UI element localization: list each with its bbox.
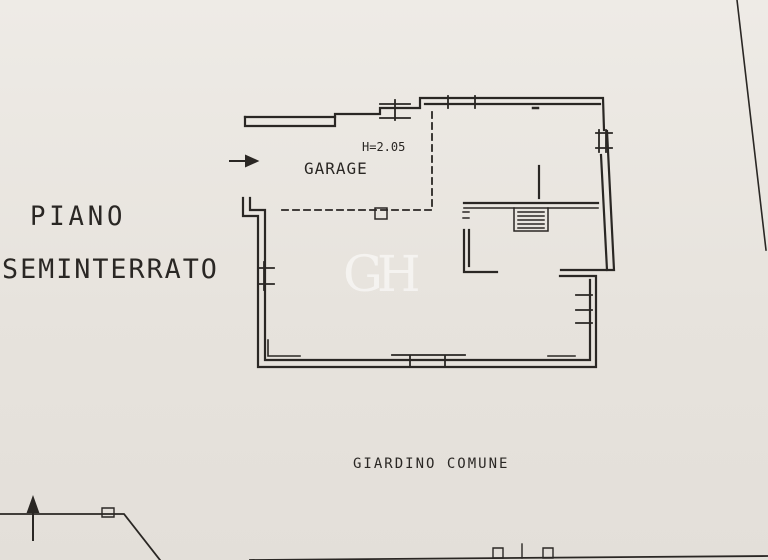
window-markers: [257, 95, 613, 368]
watermark-logo: GH: [343, 245, 421, 303]
garden-label: GIARDINO COMUNE: [353, 456, 510, 472]
garage-height-label: H=2.05: [362, 140, 406, 154]
sheet-border-line: [736, 0, 767, 251]
garage-room-label: GARAGE: [304, 159, 368, 178]
staircase: [513, 207, 549, 232]
site-boundary: [0, 507, 768, 560]
outer-walls: [241, 96, 616, 369]
arrow-up-icon: [26, 495, 40, 541]
arrow-right-icon: [229, 154, 260, 168]
interior-walls: [462, 164, 600, 274]
garage-outline: [277, 111, 433, 211]
floor-title-line2: SEMINTERRATO: [2, 254, 219, 285]
floor-title-line1: PIANO: [30, 201, 127, 232]
